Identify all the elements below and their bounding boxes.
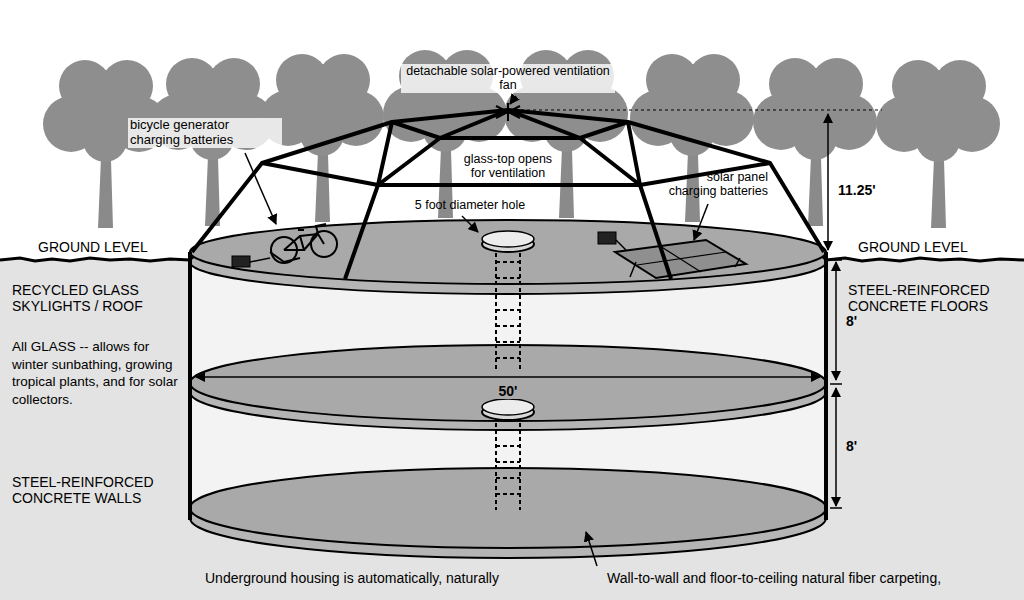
- battery: [598, 232, 616, 244]
- floor-note: STEEL-REINFORCED CONCRETE FLOORS: [848, 282, 1018, 314]
- ventilation-fan: [494, 103, 522, 121]
- floor-hole: [482, 399, 534, 415]
- ventilation-fan: [494, 103, 522, 121]
- battery: [232, 256, 250, 267]
- fan-label: detachable solar-powered ventilation fan: [401, 64, 615, 93]
- bicycle-generator: [270, 252, 300, 262]
- bicycle-generator: [284, 224, 326, 250]
- glass-dome-frame: [345, 138, 671, 279]
- ladder: [496, 416, 520, 510]
- glass-dome-frame: [378, 110, 640, 185]
- leader-arrow: [586, 532, 597, 566]
- ground-line: [826, 258, 1024, 261]
- dimension-line: [835, 262, 837, 380]
- floor-slab: [190, 468, 826, 548]
- bicycle-label: bicycle generator charging batteries: [128, 118, 282, 148]
- dimension-line: [835, 388, 837, 506]
- storey-dimension: 8': [846, 438, 857, 454]
- dimension-line: [196, 376, 820, 378]
- ladder: [496, 246, 520, 372]
- hole-label: 5 foot diameter hole: [415, 198, 526, 212]
- roof-slab: [190, 220, 826, 284]
- dimension-extension: [515, 110, 882, 111]
- solar-panel-label: solar panel charging batteries: [660, 170, 768, 199]
- roof-note: RECYCLED GLASS SKYLIGHTS / ROOF: [12, 282, 184, 314]
- bottom-note: Wall-to-wall and floor-to-ceiling natura…: [607, 570, 941, 586]
- glass-dome-frame: [192, 110, 824, 252]
- bottom-note: Underground housing is automatically, na…: [205, 570, 499, 586]
- bicycle-generator: [270, 224, 337, 263]
- width-dimension: 50': [497, 383, 520, 399]
- concrete-wall: [824, 252, 828, 520]
- glass-top-label: glass-top opens for ventilation: [458, 152, 558, 181]
- wall-note: STEEL-REINFORCED CONCRETE WALLS: [12, 474, 184, 506]
- ladder: [496, 246, 520, 372]
- leader-arrow: [245, 153, 276, 224]
- tree: [753, 58, 877, 226]
- concrete-wall: [188, 252, 192, 520]
- leader-arrow: [510, 96, 516, 104]
- ground-level-label: GROUND LEVEL: [38, 239, 148, 255]
- wire: [250, 258, 270, 262]
- dimension-line: [827, 114, 829, 250]
- solar-panel: [615, 240, 746, 278]
- leader-arrow: [462, 216, 478, 232]
- leader-arrow: [694, 204, 708, 240]
- ladder: [496, 416, 520, 510]
- height-dimension: 11.25': [838, 182, 876, 198]
- dimension-tick: [830, 260, 842, 508]
- ground-level-label: GROUND LEVEL: [858, 239, 968, 255]
- ground-line: [0, 258, 190, 261]
- storey-dimension: 8': [846, 313, 857, 329]
- roof-hole: [482, 231, 534, 247]
- glass-dome-frame: [192, 110, 824, 279]
- floor-slab: [190, 345, 826, 421]
- solar-panel-grid: [637, 246, 726, 272]
- panel-stand: [630, 258, 740, 277]
- glass-note: All GLASS -- allows for winter sunbathin…: [12, 338, 184, 408]
- wire: [616, 240, 626, 250]
- tree: [876, 60, 1000, 228]
